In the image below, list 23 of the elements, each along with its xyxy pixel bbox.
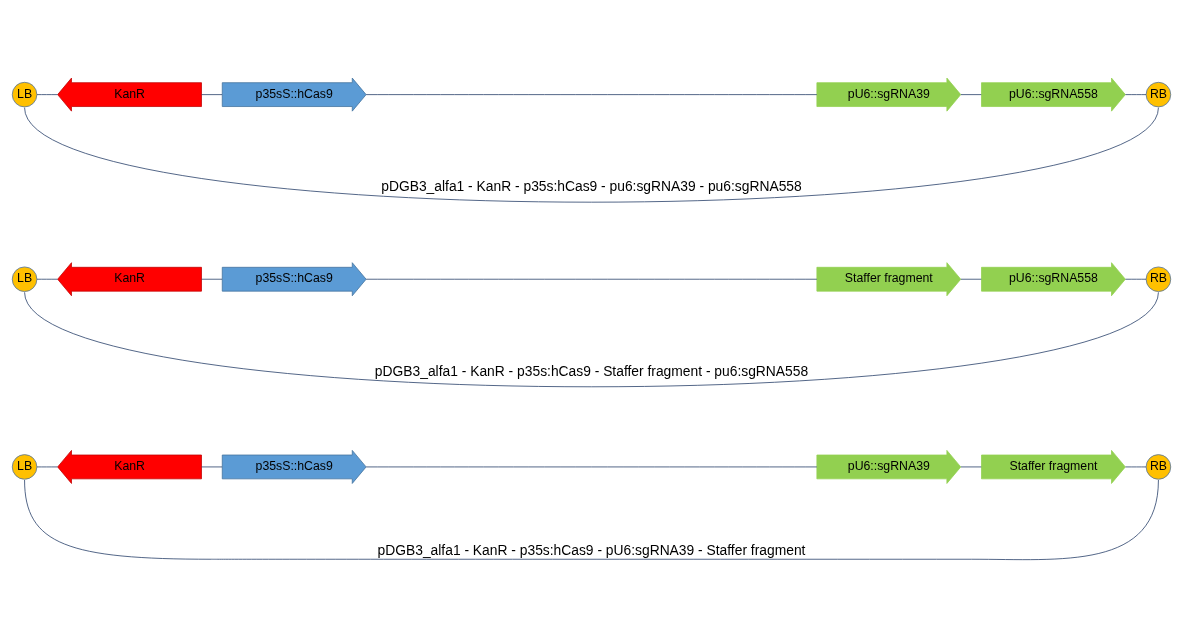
connector bbox=[201, 466, 223, 467]
node-circle: RB bbox=[1145, 266, 1172, 292]
edge-label: pDGB3_alfa1 - KanR - p35s:hCas9 - pu6:sgRNA39 - pu6:sgRNA558 bbox=[381, 177, 802, 194]
connector bbox=[24, 106, 1159, 203]
connector bbox=[36, 278, 58, 280]
edge-label: pDGB3_alfa1 - KanR - p35s:hCas9 - pU6:sgRNA39 - Staffer fragment bbox=[377, 541, 806, 558]
edge-label: pDGB3_alfa1 - KanR - p35s:hCas9 - Staffer fragment - pu6:sgRNA558 bbox=[374, 362, 809, 379]
connector bbox=[1125, 278, 1147, 280]
connector bbox=[24, 291, 1159, 387]
connector bbox=[960, 93, 982, 95]
connector bbox=[24, 479, 1159, 560]
connector bbox=[201, 93, 223, 95]
connector bbox=[365, 466, 818, 467]
node-circle: LB bbox=[11, 81, 38, 107]
connector bbox=[365, 278, 818, 280]
node-circle: LB bbox=[11, 453, 38, 480]
connector bbox=[1125, 93, 1147, 95]
connector bbox=[201, 278, 223, 280]
node-circle: RB bbox=[1145, 81, 1172, 107]
node-circle: RB bbox=[1145, 453, 1172, 480]
connector bbox=[365, 93, 818, 95]
connector bbox=[36, 93, 58, 95]
node-circle: LB bbox=[11, 266, 38, 292]
